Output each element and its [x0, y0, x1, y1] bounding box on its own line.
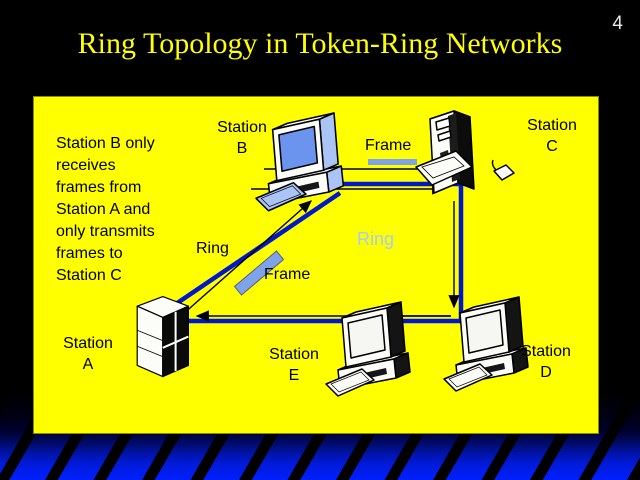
ring-segment-b-c-d-a [159, 181, 464, 324]
ring-lines [159, 181, 464, 324]
ring-segment-a-b [159, 191, 342, 316]
frame-label-top: Frame [365, 137, 412, 154]
station-e-label: Station E [269, 346, 319, 384]
network-diagram [136, 110, 529, 397]
station-c-label: Station C [527, 117, 577, 155]
ring-label: Ring [196, 240, 229, 257]
station-b-label: Station B [217, 119, 267, 157]
station-a-label: Station A [63, 335, 113, 373]
slide-number: 4 [612, 13, 623, 34]
page-title: Ring Topology in Token-Ring Networks [77, 27, 563, 60]
frame-token-horizontal [368, 159, 417, 165]
frame-token-diagonal [233, 250, 285, 296]
station-a-computer-icon [136, 295, 190, 378]
diagram-box: Station B only receives frames from Stat… [33, 96, 599, 434]
note-text: Station B only receives frames from Stat… [56, 135, 155, 284]
arrow-a-to-b [172, 200, 313, 324]
station-c-computer-icon [415, 110, 515, 194]
frame-label-diagonal: Frame [264, 266, 311, 283]
station-d-label: Station D [521, 343, 571, 381]
ring-label-center: Ring [357, 229, 395, 249]
